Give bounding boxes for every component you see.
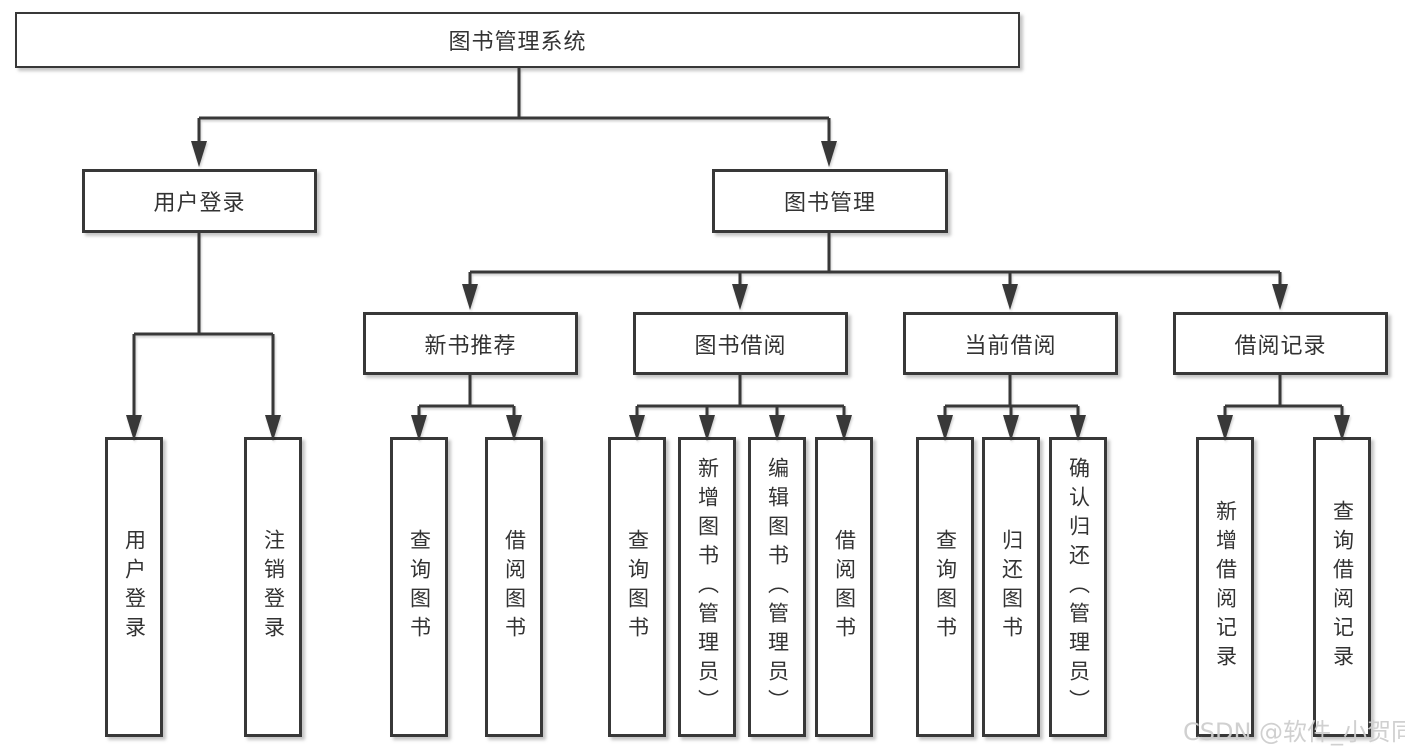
node-book-borrowing: 图书借阅 <box>633 312 848 375</box>
leaf-label: 查询图书 <box>933 529 958 645</box>
leaf-query-books-recommend: 查询图书 <box>390 437 448 737</box>
node-book-management: 图书管理 <box>712 169 948 233</box>
leaf-query-books-current: 查询图书 <box>916 437 974 737</box>
csdn-watermark: CSDN @软件_小贺同学 <box>1183 718 1405 746</box>
leaf-return-books: 归还图书 <box>982 437 1040 737</box>
node-borrowing-records: 借阅记录 <box>1173 312 1388 375</box>
node-label: 图书借阅 <box>694 333 787 359</box>
leaf-label: 新增借阅记录 <box>1213 500 1238 674</box>
leaf-query-borrow-record: 查询借阅记录 <box>1313 437 1371 737</box>
leaf-label: 查询图书 <box>625 529 650 645</box>
connector-new-book-recommend-to-leaves <box>411 375 522 441</box>
leaf-label: 编辑图书（管理员） <box>765 456 790 718</box>
connector-current-borrowing-to-leaves <box>937 375 1086 441</box>
connector-book-management-to-level3 <box>462 233 1288 310</box>
leaf-add-borrow-record: 新增借阅记录 <box>1196 437 1254 737</box>
leaf-borrow-books-recommend: 借阅图书 <box>485 437 543 737</box>
node-label: 当前借阅 <box>964 333 1057 359</box>
leaf-label: 用户登录 <box>122 529 147 645</box>
leaf-label: 新增图书（管理员） <box>695 456 720 718</box>
leaf-label: 查询图书 <box>407 529 432 645</box>
node-label: 图书管理系统 <box>448 30 587 55</box>
node-label: 用户登录 <box>153 191 246 216</box>
leaf-label: 借阅图书 <box>502 529 527 645</box>
leaf-label: 归还图书 <box>999 529 1024 645</box>
leaf-label: 注销登录 <box>261 529 286 645</box>
leaf-borrow-books: 借阅图书 <box>815 437 873 737</box>
leaf-label: 确认归还（管理员） <box>1066 456 1091 718</box>
leaf-confirm-return-admin: 确认归还（管理员） <box>1049 437 1107 737</box>
node-label: 图书管理 <box>783 191 876 216</box>
leaf-add-book-admin: 新增图书（管理员） <box>678 437 736 737</box>
node-label: 借阅记录 <box>1234 333 1327 359</box>
node-current-borrowing: 当前借阅 <box>903 312 1118 375</box>
connector-root-to-level2 <box>191 68 837 167</box>
leaf-label: 借阅图书 <box>832 529 857 645</box>
leaf-query-books-borrowing: 查询图书 <box>608 437 666 737</box>
leaf-edit-book-admin: 编辑图书（管理员） <box>748 437 806 737</box>
connector-book-borrowing-to-leaves <box>629 375 852 441</box>
leaf-logout: 注销登录 <box>244 437 302 737</box>
leaf-user-login: 用户登录 <box>105 437 163 737</box>
leaf-label: 查询借阅记录 <box>1330 500 1355 674</box>
node-library-management-system: 图书管理系统 <box>15 12 1020 68</box>
connector-borrowing-records-to-leaves <box>1217 375 1350 441</box>
node-label: 新书推荐 <box>424 333 517 359</box>
node-new-book-recommend: 新书推荐 <box>363 312 578 375</box>
connector-user-login-to-leaves <box>126 233 281 441</box>
node-user-login: 用户登录 <box>82 169 317 233</box>
